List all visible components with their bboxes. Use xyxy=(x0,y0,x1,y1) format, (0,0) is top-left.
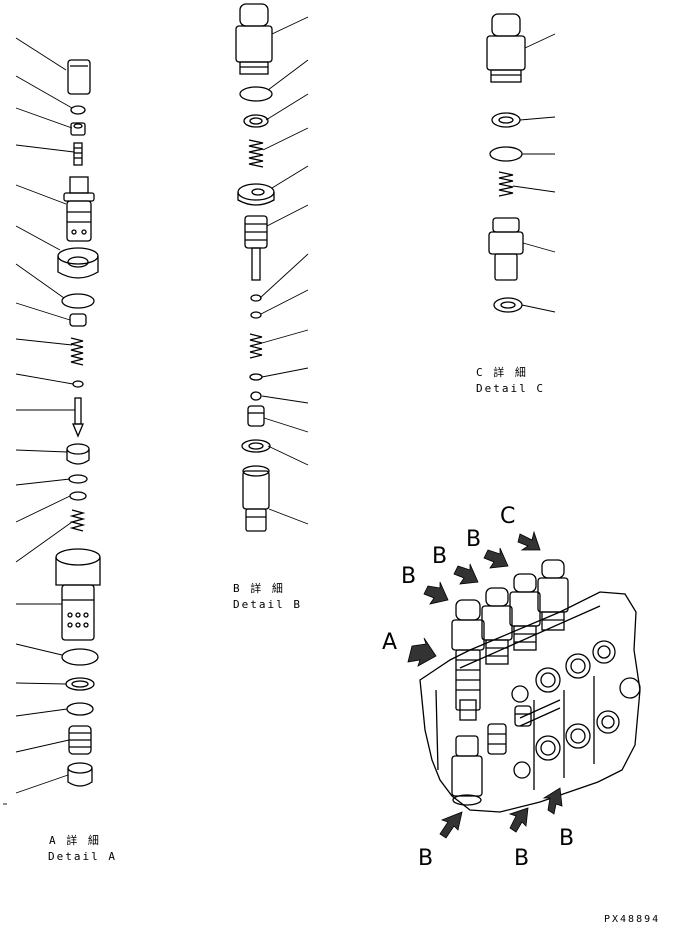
part-a-oring-3 xyxy=(68,474,88,484)
arrow-label-b-1: B xyxy=(401,564,417,589)
part-a-oring-6 xyxy=(66,702,94,716)
part-b-spring-1 xyxy=(248,139,264,168)
part-c-washer-1 xyxy=(491,112,521,128)
part-b-oring-3 xyxy=(250,311,262,319)
part-a-spring-1 xyxy=(70,337,84,366)
part-a-oring-2 xyxy=(61,293,95,309)
arrow-b-6 xyxy=(542,787,563,815)
assembly-small-fitting xyxy=(514,705,532,727)
arrow-b-1 xyxy=(423,581,449,605)
leader-lines-a xyxy=(3,37,75,805)
part-c-plug xyxy=(488,217,524,281)
part-b-washer-1 xyxy=(243,114,269,128)
detail-a-jp-label: A 詳 細 xyxy=(49,834,101,847)
part-b-ring-1 xyxy=(249,373,263,381)
part-a-cartridge xyxy=(55,548,101,641)
part-a-oring-1 xyxy=(70,105,86,115)
part-a-oring-4 xyxy=(69,491,87,501)
part-b-retainer xyxy=(237,183,275,206)
assembly-arrows xyxy=(407,530,563,839)
detail-a-parts xyxy=(3,37,101,805)
part-a-plug xyxy=(68,725,92,755)
arrow-label-b-2: B xyxy=(432,544,448,569)
part-c-oring xyxy=(489,146,523,162)
detail-a-en-label: Detail A xyxy=(48,850,117,863)
part-a-large-nut xyxy=(57,247,99,279)
part-b-washer-2 xyxy=(241,439,271,453)
part-a-backup-ring xyxy=(65,677,95,691)
part-a-cap-end xyxy=(67,762,93,787)
part-a-oring-5 xyxy=(61,648,99,666)
part-a-relief-body xyxy=(63,176,95,242)
part-b-oring-1 xyxy=(239,86,273,102)
leader-lines-b xyxy=(259,16,309,525)
part-b-ring-2 xyxy=(250,391,262,401)
part-b-cap xyxy=(235,3,273,75)
part-b-spool xyxy=(244,215,268,281)
arrow-label-b-5: B xyxy=(514,846,530,871)
arrow-label-a: A xyxy=(382,630,398,655)
part-c-washer-2 xyxy=(493,297,523,313)
arrow-label-b-3: B xyxy=(466,527,482,552)
detail-c-jp-label: C 詳 細 xyxy=(476,366,528,379)
arrow-label-b-4: B xyxy=(418,846,434,871)
arrow-label-c: C xyxy=(500,504,516,529)
detail-b-parts xyxy=(235,3,309,532)
assembly-cartridge-1 xyxy=(451,599,485,721)
detail-b-jp-label: B 詳 細 xyxy=(233,582,285,595)
part-b-spring-2 xyxy=(249,333,263,359)
assembly-cartridge-2 xyxy=(481,587,513,665)
part-c-spring xyxy=(498,171,514,197)
arrow-b-2 xyxy=(453,563,479,585)
valve-assembly xyxy=(419,559,641,813)
part-c-cap xyxy=(486,13,526,83)
drawing-number: PX48894 xyxy=(604,914,661,925)
leader-lines-c xyxy=(512,33,556,313)
part-b-oring-2 xyxy=(250,294,262,302)
part-b-sleeve xyxy=(242,465,270,532)
arrow-a xyxy=(407,637,437,667)
part-a-nut xyxy=(70,122,86,136)
part-a-spacer xyxy=(69,313,87,327)
part-a-cap xyxy=(67,59,91,95)
detail-c-en-label: Detail C xyxy=(476,382,545,395)
arrow-b-5 xyxy=(508,807,529,833)
part-a-spring-2 xyxy=(69,509,86,532)
arrow-label-b-6: B xyxy=(559,826,575,851)
part-a-poppet xyxy=(72,397,84,438)
arrow-b-3 xyxy=(483,547,509,569)
assembly-lower-valve-2 xyxy=(487,723,507,755)
part-a-seat xyxy=(66,443,90,465)
assembly-cartridge-3 xyxy=(509,573,541,651)
arrow-c xyxy=(517,530,541,551)
arrow-b-4 xyxy=(439,811,463,839)
detail-b-en-label: Detail B xyxy=(233,598,302,611)
part-a-ring xyxy=(72,380,84,388)
part-b-poppet xyxy=(247,405,265,427)
assembly-cartridge-4 xyxy=(537,559,569,631)
part-a-screw xyxy=(73,142,83,166)
assembly-lower-valve-1 xyxy=(451,735,483,806)
detail-c-parts xyxy=(486,13,556,313)
